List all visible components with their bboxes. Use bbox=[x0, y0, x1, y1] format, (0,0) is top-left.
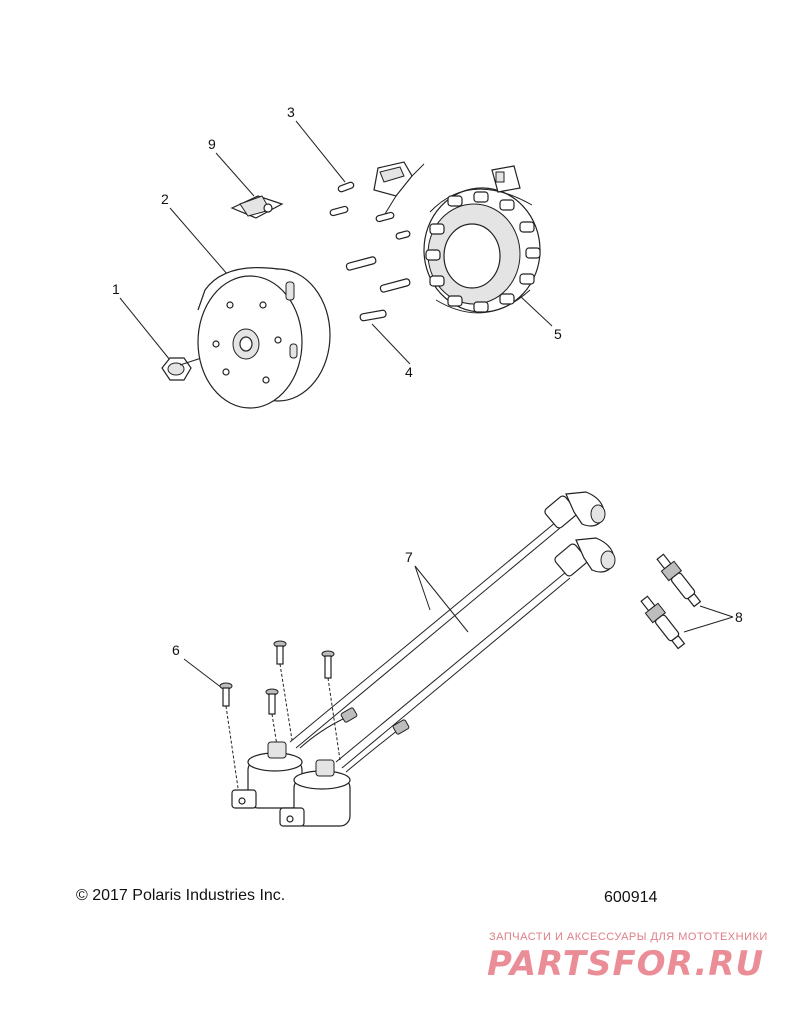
spark-cap-lower bbox=[554, 537, 616, 577]
coil-screws bbox=[219, 640, 341, 791]
stator bbox=[423, 165, 541, 314]
spark-plugs bbox=[640, 553, 702, 650]
watermark-tagline: ЗАПЧАСТИ И АКСЕССУАРЫ ДЛЯ МОТОТЕХНИКИ bbox=[489, 931, 768, 943]
callout-8: 8 bbox=[735, 609, 743, 625]
callout-4: 4 bbox=[405, 364, 413, 380]
callout-5: 5 bbox=[554, 326, 562, 342]
spark-cap-upper bbox=[544, 491, 606, 529]
coil-connectors bbox=[299, 707, 410, 773]
flywheel bbox=[197, 267, 331, 409]
coil-screw-1 bbox=[219, 682, 233, 707]
callout-9: 9 bbox=[208, 136, 216, 152]
ignition-coil-1 bbox=[231, 741, 303, 809]
leader-lines bbox=[119, 120, 734, 689]
callout-7: 7 bbox=[405, 549, 413, 565]
spark-plug-lower bbox=[640, 595, 686, 650]
stator-poles bbox=[425, 191, 541, 313]
copyright-text: © 2017 Polaris Industries Inc. bbox=[76, 887, 286, 904]
coil-screw-2 bbox=[273, 640, 287, 665]
stator-screws bbox=[329, 181, 411, 322]
callout-6: 6 bbox=[172, 642, 180, 658]
coil-screw-4 bbox=[265, 688, 279, 715]
callout-1: 1 bbox=[112, 281, 120, 297]
pickup-sensor bbox=[373, 161, 425, 223]
ignition-coil-2 bbox=[279, 759, 351, 827]
spark-plug-upper bbox=[656, 553, 702, 608]
callout-2: 2 bbox=[161, 191, 169, 207]
ignition-coils bbox=[231, 707, 410, 827]
watermark-logo: PARTSFOR.RU bbox=[487, 944, 765, 984]
diagram-number: 600914 bbox=[604, 889, 658, 906]
coil-screw-3 bbox=[321, 650, 335, 679]
sensor-bracket bbox=[230, 195, 284, 219]
callout-3: 3 bbox=[287, 104, 295, 120]
ignition-leads bbox=[289, 491, 616, 769]
